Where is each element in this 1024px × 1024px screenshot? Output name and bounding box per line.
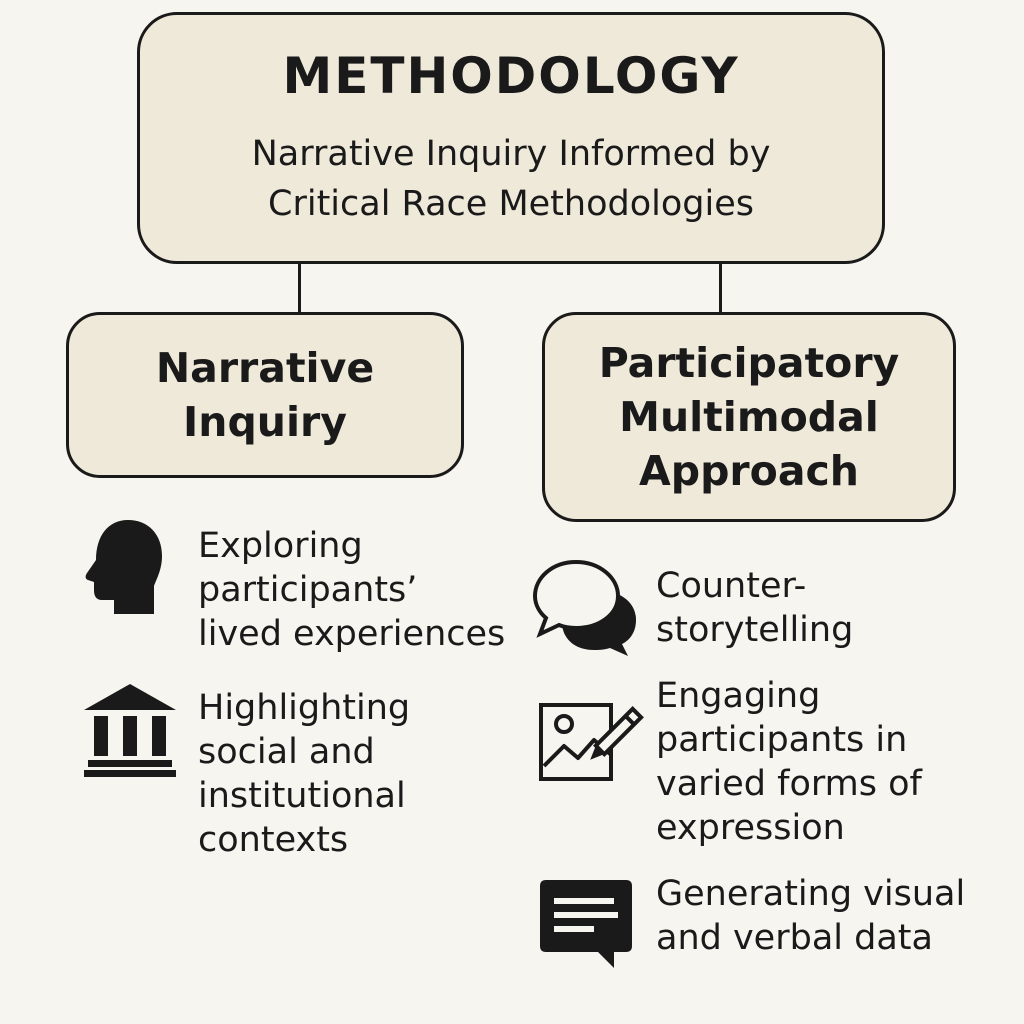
item-text-line: participants’ [198,570,418,610]
item-text-line: Highlighting [198,688,411,728]
head-profile-icon [84,518,164,616]
institution-building-icon [82,682,178,778]
item-text-line: lived experiences [198,614,506,654]
item-text-line: participants in [656,720,908,760]
item-text-line: and verbal data [656,918,933,958]
item-text-line: Counter- [656,566,807,606]
participatory-multimodal-title: Participatory Multimodal Approach [599,336,900,498]
item-text: Engaging participants in varied forms of… [656,674,922,850]
methodology-subtitle-line: Critical Race Methodologies [268,184,754,224]
branch-title-line: Narrative [155,344,375,392]
message-icon [538,878,634,970]
item-text-line: Engaging [656,676,821,716]
item-text: Highlighting social and institutional co… [198,686,410,862]
item-text-line: expression [656,808,845,848]
image-pencil-icon [538,700,648,784]
methodology-subtitle: Narrative Inquiry Informed by Critical R… [252,129,771,229]
methodology-box: METHODOLOGY Narrative Inquiry Informed b… [137,12,885,264]
participatory-multimodal-box: Participatory Multimodal Approach [542,312,956,522]
narrative-inquiry-box: Narrative Inquiry [66,312,464,478]
item-text-line: social and [198,732,375,772]
connector-right [719,264,722,312]
item-text-line: institutional [198,776,406,816]
branch-title-line: Inquiry [183,398,347,446]
item-text: Exploring participants’ lived experience… [198,524,505,656]
item-text: Counter- storytelling [656,564,853,652]
item-text-line: Generating visual [656,874,966,914]
branch-title-line: Participatory [598,339,900,387]
item-text-line: Exploring [198,526,363,566]
item-text-line: storytelling [656,610,854,650]
methodology-title: METHODOLOGY [282,47,740,105]
branch-title-line: Multimodal [619,393,879,441]
speech-bubbles-icon [532,558,642,658]
methodology-subtitle-line: Narrative Inquiry Informed by [251,134,771,174]
item-text-line: contexts [198,820,349,860]
branch-title-line: Approach [639,447,859,495]
connector-left [298,264,301,312]
item-text: Generating visual and verbal data [656,872,965,960]
narrative-inquiry-title: Narrative Inquiry [156,341,374,449]
item-text-line: varied forms of [656,764,922,804]
